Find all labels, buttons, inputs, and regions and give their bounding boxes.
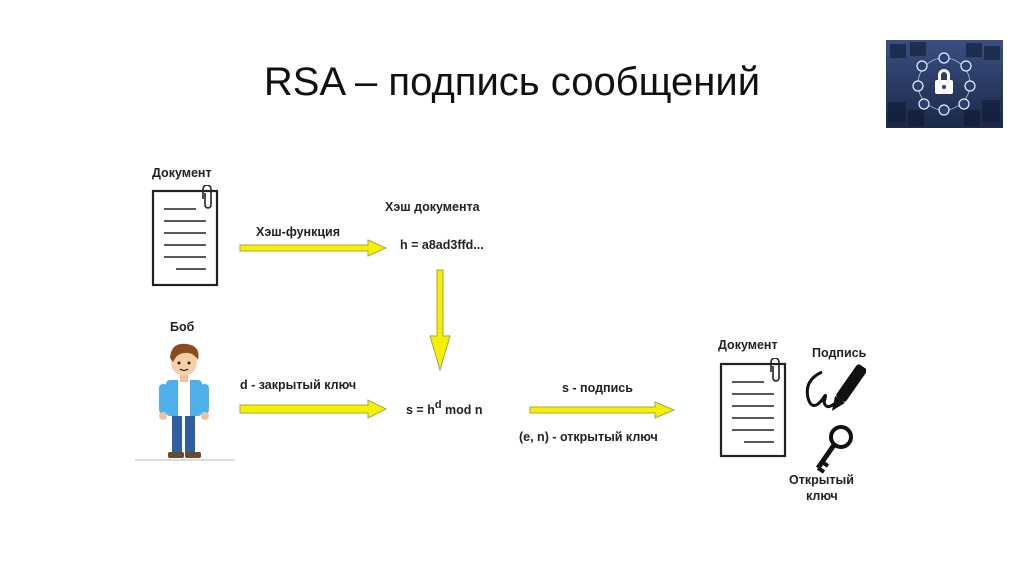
hash-function-arrow xyxy=(239,239,388,257)
public-key-pair-label: (e, n) - открытый ключ xyxy=(519,430,658,444)
public-key-label-line1: Открытый xyxy=(789,473,854,487)
hash-document-label: Хэш документа xyxy=(385,200,480,214)
private-key-label: d - закрытый ключ xyxy=(240,378,357,392)
down-arrow xyxy=(429,269,451,372)
key-icon xyxy=(815,425,853,474)
security-network-image xyxy=(886,40,1003,128)
formula-exponent: d xyxy=(434,399,442,411)
document-icon xyxy=(719,358,787,458)
hash-function-label: Хэш-функция xyxy=(256,225,341,239)
document-icon xyxy=(151,185,219,287)
signature-arrow xyxy=(529,401,676,419)
document-top-label: Документ xyxy=(152,166,212,180)
document-right-label: Документ xyxy=(718,338,778,352)
public-key-label-line2: ключ xyxy=(806,489,838,503)
hash-value-label: h = a8ad3ffd... xyxy=(400,238,484,252)
private-key-arrow xyxy=(239,399,388,419)
bob-label: Боб xyxy=(170,320,195,334)
formula-base: s = h xyxy=(406,403,435,417)
signature-label: Подпись xyxy=(812,346,867,360)
pen-signature-icon xyxy=(805,364,866,411)
signature-formula: s = hd mod n xyxy=(406,399,483,417)
slide-title: RSA – подпись сообщений xyxy=(263,60,761,104)
signature-arrow-label: s - подпись xyxy=(562,381,633,395)
formula-mod: mod n xyxy=(441,403,483,417)
person-icon xyxy=(135,343,235,461)
